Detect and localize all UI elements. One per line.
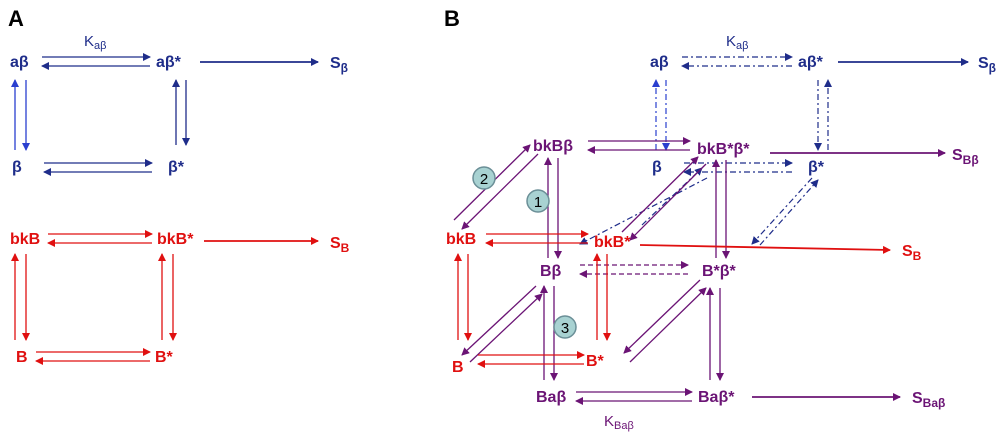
- arrow-Bstar-to-Bstarbstar: [629, 287, 707, 363]
- panel-a-label: A: [8, 6, 24, 31]
- node-b-bkB: bkB: [446, 231, 476, 248]
- node-b-Bab: Baβ: [536, 389, 566, 406]
- s-beta-label-a: Sβ: [330, 55, 348, 75]
- s-Babeta-label: SBaβ: [912, 390, 945, 410]
- panel-b-red-arrows: [454, 230, 891, 368]
- node-a-b: β: [12, 159, 22, 176]
- svg-text:2: 2: [480, 171, 488, 188]
- node-b-Bstar: B*: [586, 353, 605, 370]
- panel-a-red-square: [11, 230, 319, 365]
- arrow-b-bstar-to-bstarbstar: [751, 177, 813, 245]
- step-circle-1: 1: [526, 189, 550, 213]
- node-a-bkB: bkB: [10, 231, 40, 248]
- node-a-B: B: [16, 349, 28, 366]
- node-b-bstar: β*: [808, 159, 825, 176]
- node-b-b: β: [652, 159, 662, 176]
- s-B-label-a: SB: [330, 235, 350, 255]
- panel-b-purple-arrows: [453, 137, 946, 405]
- panel-b-label: B: [444, 6, 460, 31]
- panel-a-left-vertical: [11, 79, 30, 151]
- node-a-abstar: aβ*: [156, 54, 182, 71]
- s-B-label-b: SB: [902, 243, 922, 263]
- step-circle-2: 2: [472, 166, 496, 190]
- s-Bbeta-label: SBβ: [952, 147, 979, 167]
- node-b-Babstar: Baβ*: [698, 389, 735, 406]
- node-b-abstar: aβ*: [798, 54, 824, 71]
- panel-a-blue-square: [41, 53, 319, 176]
- step-circle-3: 3: [553, 315, 577, 339]
- node-b-Bb: Bβ: [540, 263, 562, 280]
- node-b-B: B: [452, 359, 464, 376]
- k-ab-label-b: Kaβ: [726, 33, 748, 52]
- arrow-Bstarbstar-to-Bstar: [623, 279, 701, 354]
- arrow-bkBstarbstar-to-bkBstar: [629, 163, 707, 241]
- arrow-bkBstar-to-bkBstarbstar: [621, 156, 699, 233]
- arrow-b-bstarbstar-to-bstar: [759, 179, 819, 246]
- node-b-ab: aβ: [650, 54, 669, 71]
- arrow-B-to-Bb: [469, 293, 543, 363]
- node-a-ab: aβ: [10, 54, 29, 71]
- panel-b-left-vertical: [652, 79, 670, 151]
- node-b-Bstarbstar: B*β*: [702, 263, 737, 280]
- k-ab-label-a: Kaβ: [84, 33, 106, 52]
- arrow-Bb-to-B: [461, 285, 537, 356]
- node-a-Bstar: B*: [155, 349, 174, 366]
- s-beta-label-b: Sβ: [978, 55, 996, 75]
- node-b-bkBstar: bkB*: [594, 234, 631, 251]
- node-a-bkBstar: bkB*: [157, 231, 194, 248]
- arrow-bkBb-to-bkB: [461, 153, 539, 230]
- node-b-bkBstarbstar: bkB*β*: [697, 141, 750, 158]
- k-Bab-label: KBaβ: [604, 413, 634, 432]
- node-b-bkBb: bkBβ: [533, 138, 573, 155]
- arrow-b-to-s-B: [639, 244, 891, 254]
- svg-text:3: 3: [561, 320, 569, 337]
- node-a-bstar: β*: [168, 159, 185, 176]
- svg-text:1: 1: [534, 194, 542, 211]
